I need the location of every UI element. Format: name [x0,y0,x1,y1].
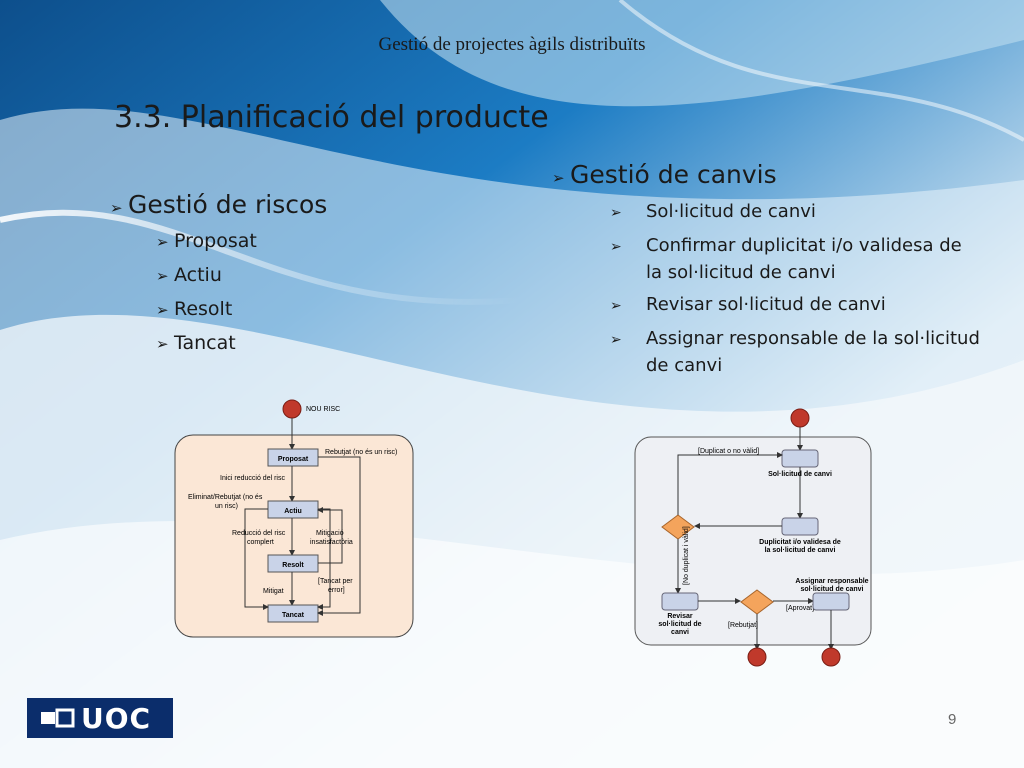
list-item-text: Actiu [174,264,222,286]
start-label: NOU RISC [306,406,340,413]
end-node [821,647,841,667]
state-label: sol·licitud de [658,621,701,628]
change-heading-text: Gestió de canvis [570,160,777,189]
start-node [282,399,302,419]
guard-label: [Duplicat o no vàlid] [698,448,759,455]
list-item: ➢ Revisar sol·licitud de canvi [610,291,980,320]
guard-label: [No duplicat i vàlid] [683,526,690,585]
arrow-bullet-icon: ➢ [610,298,622,314]
guard-label: [Aprovat] [786,605,814,612]
list-item: ➢ Confirmar duplicitat i/o validesa de la… [610,232,980,286]
change-list: ➢ Sol·licitud de canvi ➢ Confirmar duplici… [610,198,980,384]
logo-text: UOC [81,701,152,735]
start-node [790,408,810,428]
arrow-bullet-icon: ➢ [552,169,565,187]
state-label: Resolt [282,562,304,569]
state-label: la sol·licitud de canvi [765,547,836,554]
change-heading: ➢ Gestió de canvis [552,160,777,189]
transition-label: error] [328,587,345,594]
uoc-emblem-icon [41,708,75,728]
risk-state-diagram: NOU RISC Proposat Actiu Resolt Tancat Re… [174,399,414,638]
transition-label: Mitigació [316,530,344,537]
list-item: ➢ Sol·licitud de canvi [610,198,980,227]
list-item: ➢ Proposat [156,225,257,259]
list-item: ➢ Actiu [156,259,257,293]
list-item-text: Resolt [174,298,233,320]
state-duplicitat [781,517,819,536]
state-label: Actiu [284,508,302,515]
diagram-panel [174,434,414,638]
list-item: ➢ Tancat [156,327,257,361]
slide-title: 3.3. Planificació del producte [114,100,549,135]
transition-label: Inici reducció del risc [220,475,285,482]
state-label: canvi [671,629,689,636]
state-assignar [812,592,850,611]
list-item-text: Proposat [174,230,257,252]
list-item-text: Tancat [174,332,236,354]
risk-list: ➢ Proposat ➢ Actiu ➢ Resolt ➢ Tancat [156,225,257,361]
arrow-bullet-icon: ➢ [110,199,123,217]
risk-heading-text: Gestió de riscos [128,190,328,219]
state-label: sol·licitud de canvi [800,586,863,593]
transition-label: [Tancat per [318,578,353,585]
uoc-logo: UOC [27,698,173,738]
list-item: ➢ Assignar responsable de la sol·licitud … [610,325,980,379]
state-label: Tancat [282,612,305,619]
list-item-text: Assignar responsable de la sol·licitud d… [646,328,980,376]
transition-label: un risc) [215,503,238,510]
course-title: Gestió de projectes àgils distribuïts [378,34,646,55]
transition-label: complert [247,539,274,546]
list-item-text: Confirmar duplicitat i/o validesa de la … [646,235,962,283]
state-label: Assignar responsable [795,578,868,585]
arrow-bullet-icon: ➢ [156,301,169,319]
state-revisar [661,592,699,611]
arrow-bullet-icon: ➢ [156,267,169,285]
transition-label: Eliminat/Rebutjat (no és [188,494,263,501]
guard-label: [Rebutjat] [728,622,758,629]
transition-label: Mitigat [263,588,284,595]
transition-label: Reducció del risc [232,530,286,537]
list-item: ➢ Resolt [156,293,257,327]
list-item-text: Sol·licitud de canvi [646,201,816,222]
state-solicitud [781,449,819,468]
state-label: Duplicitat i/o validesa de [759,539,841,546]
transition-label: insatisfactòria [310,539,353,546]
list-item-text: Revisar sol·licitud de canvi [646,294,886,315]
arrow-bullet-icon: ➢ [610,205,622,221]
arrow-bullet-icon: ➢ [156,233,169,251]
state-label: Revisar [667,613,693,620]
state-label: Proposat [278,456,309,463]
risk-heading: ➢ Gestió de riscos [110,190,327,219]
arrow-bullet-icon: ➢ [610,239,622,255]
arrow-bullet-icon: ➢ [610,332,622,348]
arrow-bullet-icon: ➢ [156,335,169,353]
end-node [747,647,767,667]
transition-label: Rebutjat (no és un risc) [325,449,397,456]
change-state-diagram: Sol·licitud de canvi Duplicitat i/o vali… [634,408,872,667]
page-number: 9 [948,711,957,728]
